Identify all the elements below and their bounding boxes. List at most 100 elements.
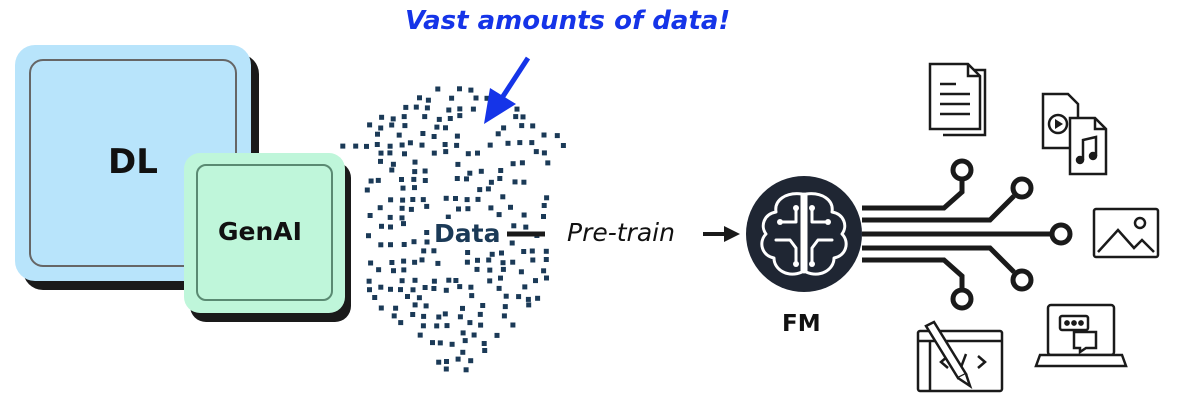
data-dot	[460, 305, 465, 311]
data-dot	[463, 367, 469, 373]
output-circuit-lines	[862, 180, 1050, 288]
data-dot	[388, 242, 393, 248]
data-dot	[431, 150, 437, 156]
data-dot	[402, 123, 408, 129]
data-dot	[475, 150, 480, 156]
data-dot	[518, 269, 524, 275]
data-dot	[398, 287, 403, 293]
data-dot	[447, 116, 453, 121]
data-dot	[453, 196, 458, 201]
data-dot	[401, 267, 407, 273]
data-dot	[401, 221, 406, 227]
data-dot	[453, 278, 459, 283]
image-icon	[1092, 207, 1160, 259]
data-dot	[420, 323, 426, 329]
pretrain-label: Pre-train	[567, 218, 675, 247]
data-dot	[434, 124, 440, 130]
data-dot	[375, 177, 381, 183]
data-dot	[388, 224, 393, 230]
data-dot	[444, 359, 449, 364]
video-audio-files-icon	[1041, 92, 1108, 176]
data-dot	[498, 168, 504, 173]
genai-box-inner-border	[196, 164, 333, 301]
data-dot	[391, 268, 396, 274]
data-dot	[498, 275, 503, 281]
data-dot	[501, 313, 507, 319]
data-dot	[517, 140, 523, 146]
data-dot	[541, 203, 547, 208]
data-dot	[340, 143, 346, 149]
data-dot	[388, 286, 393, 292]
genai-label: GenAI	[218, 217, 302, 246]
data-dot	[535, 295, 541, 301]
data-dot	[372, 295, 378, 300]
data-dot	[502, 304, 508, 310]
data-dot	[436, 359, 442, 365]
data-dot	[419, 142, 425, 148]
data-dot	[544, 275, 549, 281]
data-dot	[470, 106, 476, 112]
data-dot	[408, 206, 414, 212]
data-dot	[468, 284, 474, 290]
data-dot	[425, 97, 431, 103]
data-dot	[522, 284, 528, 290]
data-dot	[481, 341, 487, 346]
data-dot	[454, 142, 460, 148]
data-dot	[353, 143, 359, 149]
data-dot	[468, 87, 474, 93]
data-dot	[401, 114, 407, 120]
code-editor-icon	[916, 320, 1004, 393]
data-dot	[513, 114, 519, 120]
data-dot	[378, 158, 383, 164]
data-dot	[405, 294, 410, 299]
data-dot	[399, 205, 405, 211]
data-dot	[519, 160, 525, 166]
dl-label: DL	[108, 142, 158, 182]
data-dot	[364, 187, 370, 193]
data-dot	[543, 248, 549, 254]
data-dot	[457, 113, 463, 119]
data-dot	[475, 196, 481, 202]
data-dot	[402, 151, 407, 157]
data-dot	[500, 260, 506, 266]
data-dot	[499, 250, 504, 256]
data-dot	[443, 366, 449, 372]
vast-data-label: Vast amounts of data!	[405, 6, 731, 36]
data-dot	[421, 248, 427, 254]
data-dot	[407, 140, 413, 146]
data-dot	[396, 132, 402, 138]
data-dot	[443, 287, 449, 293]
data-dot	[497, 176, 503, 181]
data-dot	[430, 340, 435, 346]
data-dot	[464, 259, 470, 265]
data-dot	[465, 206, 471, 212]
data-dot	[442, 142, 448, 147]
data-dot	[375, 131, 380, 137]
data-dot	[417, 332, 423, 338]
data-dot	[521, 179, 527, 185]
data-dot	[367, 287, 372, 293]
data-dot	[455, 356, 461, 362]
data-dot	[368, 260, 374, 266]
data-dot	[471, 332, 477, 338]
data-dot	[477, 187, 483, 193]
data-dot	[442, 311, 448, 317]
data-dot	[387, 214, 393, 220]
data-dot	[460, 349, 466, 355]
data-dot	[424, 239, 430, 245]
data-dot	[529, 248, 535, 254]
data-dot	[444, 323, 450, 329]
data-dot	[424, 230, 430, 235]
data-dot	[437, 340, 443, 346]
data-dot	[462, 338, 468, 344]
data-dot	[367, 213, 373, 218]
data-dot	[412, 302, 418, 308]
data-dot	[464, 176, 469, 182]
data-dot	[477, 311, 483, 317]
data-dot	[399, 177, 404, 182]
data-dot	[510, 259, 516, 265]
data-dot	[543, 257, 549, 262]
data-dot	[489, 251, 495, 257]
data-dot	[446, 107, 452, 113]
data-dot	[417, 95, 422, 101]
